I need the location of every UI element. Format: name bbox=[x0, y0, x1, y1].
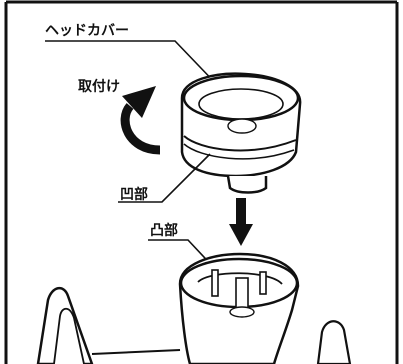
head-cover-leader-line bbox=[45, 40, 223, 91]
stand-right-part bbox=[316, 320, 352, 364]
convex-label: 凸部 bbox=[150, 223, 178, 239]
concave-label: 凹部 bbox=[120, 187, 148, 203]
concave-leader-line bbox=[118, 153, 211, 203]
charging-stand bbox=[36, 287, 181, 364]
attach-label: 取付け bbox=[78, 79, 120, 95]
down-arrow bbox=[229, 198, 253, 246]
head-cover-label: ヘッドカバー bbox=[45, 23, 129, 39]
head-cover bbox=[180, 72, 302, 194]
shaver-body bbox=[178, 252, 300, 364]
rotation-arrow bbox=[120, 86, 161, 155]
